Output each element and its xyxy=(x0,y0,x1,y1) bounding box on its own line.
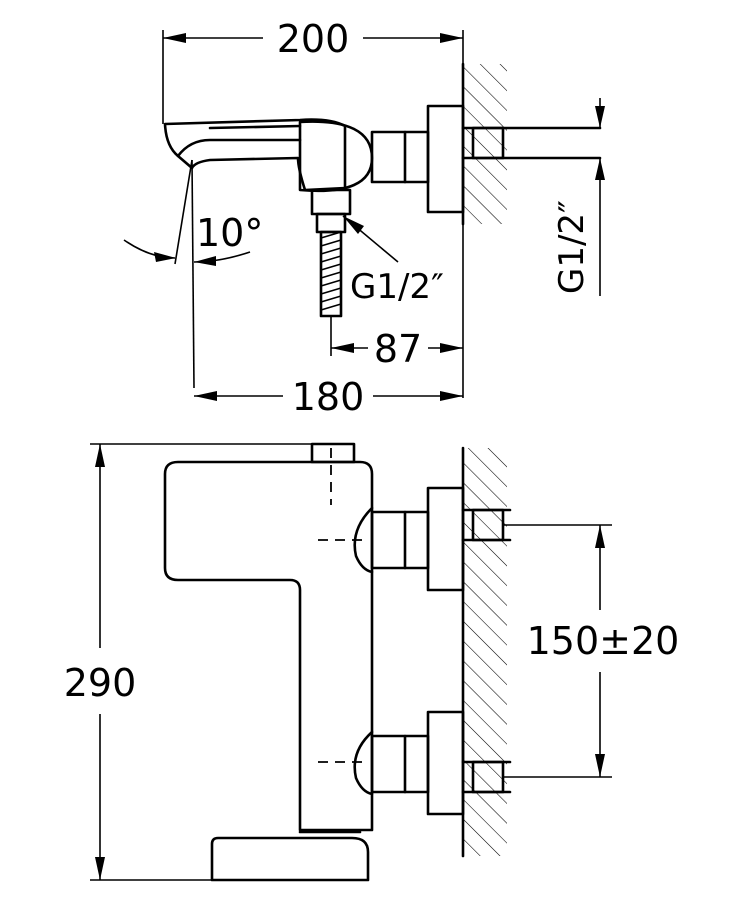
dimension-290-label: 290 xyxy=(64,661,137,705)
inlet-thread: G1/2″ xyxy=(552,98,605,296)
wall-flange-top xyxy=(426,104,465,214)
hose-thread xyxy=(320,231,342,311)
inlet-thread-label: G1/2″ xyxy=(552,200,592,294)
wall-side xyxy=(463,448,507,856)
outlet-thread-label: G1/2″ xyxy=(350,267,444,307)
side-view xyxy=(163,442,512,882)
handle-top xyxy=(310,442,356,464)
handle-bottom xyxy=(210,836,370,882)
angle-label: 10° xyxy=(196,211,263,255)
dimension-200-label: 200 xyxy=(277,17,350,61)
wall-top xyxy=(463,64,507,224)
dimension-180: 180 xyxy=(194,375,463,419)
mixer-body-top xyxy=(298,120,374,193)
dimension-290: 290 xyxy=(64,443,312,881)
angle-10: 10° xyxy=(123,159,263,389)
outlet-thread: G1/2″ xyxy=(342,215,444,307)
dimension-180-label: 180 xyxy=(292,375,365,419)
wall-flange-upper xyxy=(426,486,465,592)
wall-flange-lower xyxy=(426,710,465,816)
dimension-200: 200 xyxy=(162,17,464,124)
top-view xyxy=(163,62,602,318)
dimension-87-label: 87 xyxy=(374,327,422,371)
dimension-150-label: 150±20 xyxy=(527,619,680,663)
mixer-body-side xyxy=(163,460,374,832)
dimension-87: 87 xyxy=(330,224,464,398)
dimension-150: 150±20 xyxy=(503,524,680,778)
